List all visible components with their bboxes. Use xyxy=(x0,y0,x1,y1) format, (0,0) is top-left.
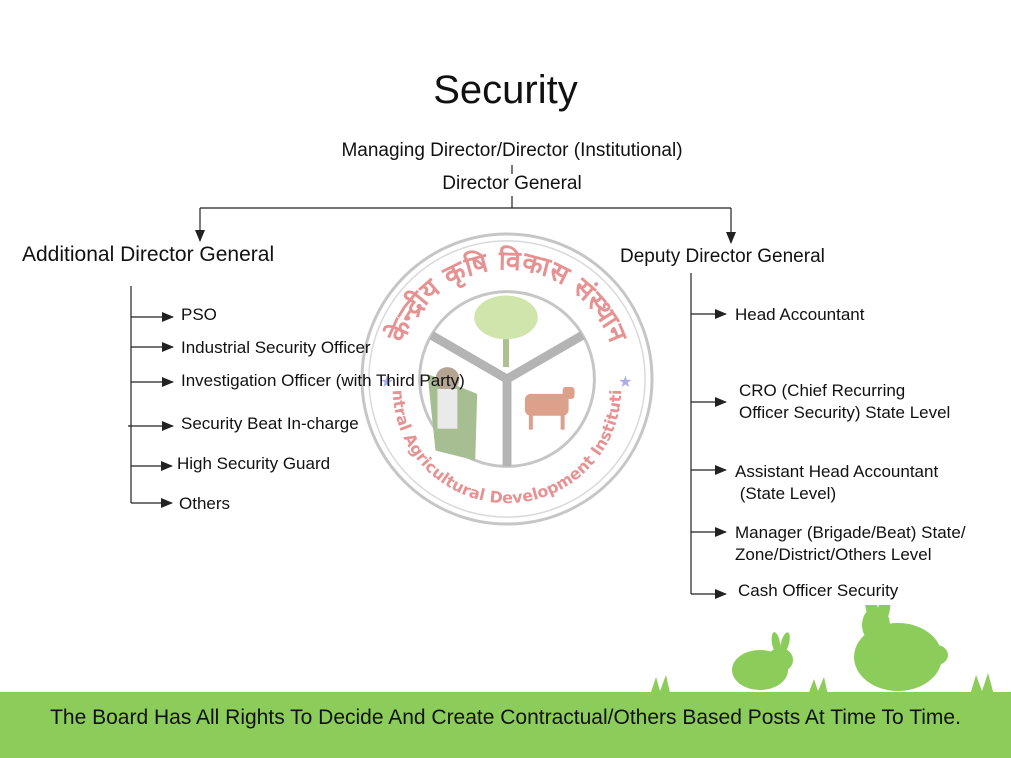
tree-icon xyxy=(474,295,538,368)
right-item-line: Assistant Head Accountant xyxy=(735,462,939,481)
right-item-line: Head Accountant xyxy=(735,305,865,324)
right-item-manager: Manager (Brigade/Beat) State/ Zone/Distr… xyxy=(735,522,966,566)
footer-band: The Board Has All Rights To Decide And C… xyxy=(0,692,1011,758)
bunny-icon xyxy=(732,632,793,690)
right-item-line: Manager (Brigade/Beat) State/ xyxy=(735,523,966,542)
left-item-pso: PSO xyxy=(181,305,217,324)
right-item-assistant-head-accountant: Assistant Head Accountant (State Level) xyxy=(735,461,938,505)
right-item-line: Officer Security) State Level xyxy=(739,403,951,422)
bunnies-grass-decoration xyxy=(650,605,994,695)
star-icon: ★ xyxy=(380,374,394,391)
institution-seal-watermark: केन्द्रीय कृषि विकास संस्थान Central Agr… xyxy=(358,230,654,526)
bunny-icon xyxy=(854,605,948,691)
node-director-general: Director General xyxy=(442,173,582,194)
node-additional-director-general: Additional Director General xyxy=(22,243,275,266)
footer-note: The Board Has All Rights To Decide And C… xyxy=(50,706,961,729)
right-item-line: Zone/District/Others Level xyxy=(735,545,932,564)
right-item-line: (State Level) xyxy=(735,484,837,503)
farmer-icon xyxy=(427,367,478,461)
right-item-cro: CRO (Chief Recurring Officer Security) S… xyxy=(739,380,950,424)
page-title: Security xyxy=(433,68,578,112)
right-item-line: CRO (Chief Recurring xyxy=(739,381,906,400)
right-item-cash-officer-security: Cash Officer Security xyxy=(738,580,898,602)
grass-icon xyxy=(808,677,828,695)
left-item-industrial-security-officer: Industrial Security Officer xyxy=(181,338,371,357)
right-item-head-accountant: Head Accountant xyxy=(735,304,864,326)
star-icon: ★ xyxy=(618,374,632,391)
node-managing-director: Managing Director/Director (Institutiona… xyxy=(341,140,683,161)
node-deputy-director-general: Deputy Director General xyxy=(620,246,825,267)
grass-icon xyxy=(970,673,994,695)
left-item-others: Others xyxy=(179,494,231,513)
left-item-investigation-officer: Investigation Officer (with Third Party) xyxy=(181,371,465,390)
left-item-security-beat-incharge: Security Beat In-charge xyxy=(181,414,359,433)
right-item-line: Cash Officer Security xyxy=(738,581,899,600)
left-item-high-security-guard: High Security Guard xyxy=(177,454,331,473)
grass-icon xyxy=(650,675,670,695)
cow-icon xyxy=(524,386,575,430)
